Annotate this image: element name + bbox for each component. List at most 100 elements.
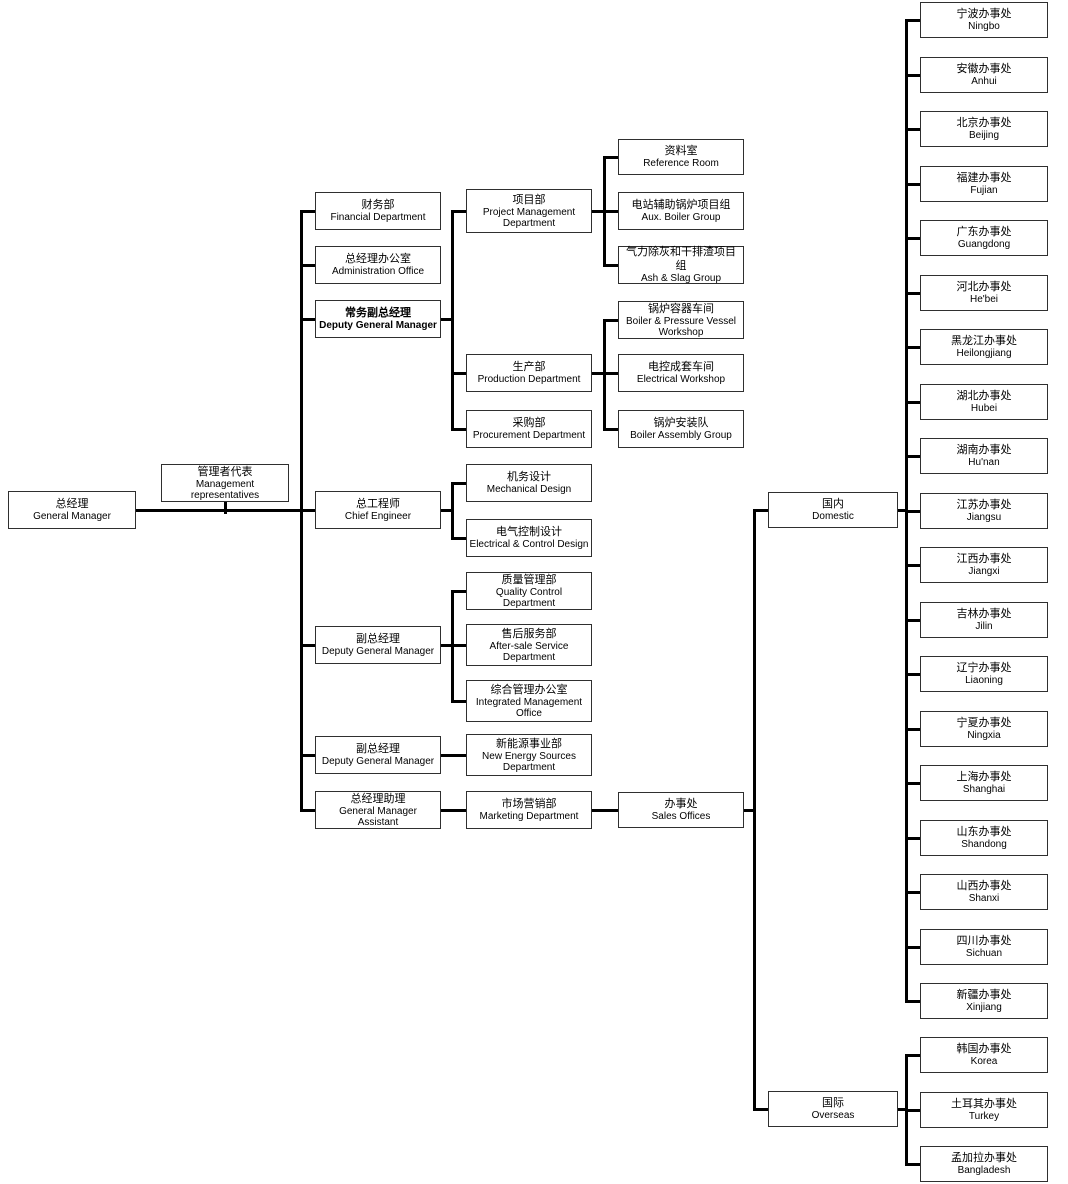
connector-line — [592, 809, 606, 812]
node-label-zh: 北京办事处 — [956, 117, 1012, 130]
node-label-zh: 宁夏办事处 — [956, 717, 1012, 730]
connector-line — [592, 210, 606, 213]
connector-line — [753, 509, 769, 512]
connector-line — [905, 728, 921, 731]
node-label-en: Production Department — [477, 374, 581, 386]
connector-line — [451, 590, 467, 593]
connector-line — [300, 318, 316, 321]
connector-line — [451, 482, 454, 512]
node-label-zh: 孟加拉办事处 — [951, 1152, 1017, 1165]
connector-line — [905, 401, 921, 404]
node-label-en: Ash & Slag Group — [640, 273, 722, 285]
node-label-zh: 锅炉安装队 — [653, 417, 709, 430]
node-label-en: General Manager — [33, 511, 111, 523]
node-label-zh: 广东办事处 — [956, 226, 1012, 239]
node-label-zh: 采购部 — [512, 417, 546, 430]
connector-line — [451, 590, 454, 647]
node-label-en: Guangdong — [957, 239, 1011, 251]
connector-line — [441, 509, 454, 512]
connector-line — [603, 428, 619, 431]
node-label-en: Bangladesh — [957, 1165, 1011, 1177]
connector-line — [603, 210, 606, 267]
node-label-en: Korea — [970, 1056, 998, 1068]
connector-line — [592, 372, 606, 375]
connector-line — [905, 564, 921, 567]
node-label-en: Anhui — [971, 76, 997, 88]
node-label-en: Marketing Department — [479, 811, 579, 823]
connector-line — [441, 754, 454, 757]
connector-line — [451, 644, 454, 703]
node-label-en: Aux. Boiler Group — [641, 212, 721, 224]
node-label-zh: 总经理办公室 — [345, 253, 411, 266]
connector-line — [603, 809, 619, 812]
connector-line — [905, 1109, 921, 1112]
connector-line — [905, 510, 921, 513]
node-label-en: General Manager Assistant — [339, 805, 417, 829]
node-label-en: Electrical & Control Design — [469, 539, 589, 551]
node-label-zh: 市场营销部 — [501, 798, 557, 811]
connector-line — [300, 509, 303, 812]
connector-line — [300, 318, 303, 512]
node-label-zh: 吉林办事处 — [956, 608, 1012, 621]
connector-line — [905, 782, 921, 785]
node-label-en: Deputy General Manager — [321, 756, 435, 768]
node-label-en: He'bei — [969, 294, 999, 306]
node-label-zh: 安徽办事处 — [956, 63, 1012, 76]
connector-line — [300, 509, 316, 512]
node-label-zh: 山西办事处 — [956, 880, 1012, 893]
node-label-zh: 办事处 — [664, 798, 698, 811]
node-label-en: Boiler Assembly Group — [630, 430, 732, 442]
connector-line — [300, 754, 316, 757]
connector-line — [905, 1054, 921, 1057]
node-label-zh: 上海办事处 — [956, 771, 1012, 784]
connector-line — [451, 644, 467, 647]
connector-line — [603, 319, 606, 375]
connector-line — [905, 509, 908, 1003]
connector-line — [451, 372, 467, 375]
node-label-zh: 辽宁办事处 — [956, 662, 1012, 675]
connector-line — [451, 428, 467, 431]
node-label-en: Administration Office — [331, 266, 425, 278]
connector-line — [905, 946, 921, 949]
connector-line — [603, 156, 619, 159]
connector-line — [603, 210, 619, 213]
connector-line — [905, 455, 921, 458]
node-label-zh: 山东办事处 — [956, 826, 1012, 839]
node-label-en: Procurement Department — [472, 430, 586, 442]
node-label-en: Deputy General Manager — [321, 646, 435, 658]
connector-line — [905, 128, 921, 131]
connector-line — [905, 1054, 908, 1111]
node-label-en: Turkey — [968, 1111, 1000, 1123]
node-label-en: Chief Engineer — [344, 511, 412, 523]
node-label-en: After-sale Service Department — [489, 640, 569, 664]
connector-line — [905, 1163, 921, 1166]
node-label-zh: 项目部 — [512, 193, 546, 206]
node-label-zh: 气力除灰和干排渣项目组 — [626, 246, 736, 273]
connector-line — [905, 74, 921, 77]
node-label-zh: 生产部 — [512, 361, 546, 374]
node-label-en: Reference Room — [643, 158, 719, 170]
node-label-en: Overseas — [811, 1110, 855, 1122]
node-label-zh: 湖北办事处 — [956, 390, 1012, 403]
connector-line — [441, 318, 454, 321]
node-label-zh: 副总经理 — [356, 633, 400, 646]
node-label-zh: 机务设计 — [507, 471, 551, 484]
